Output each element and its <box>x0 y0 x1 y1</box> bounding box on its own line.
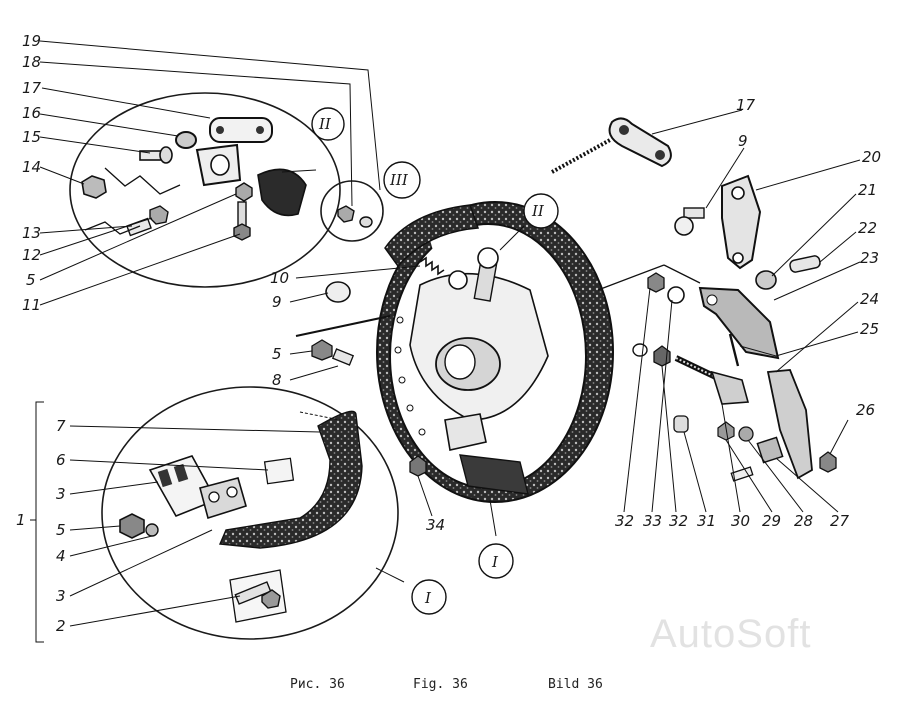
caption-german: Bild 36 <box>548 677 603 692</box>
detail-view-III <box>320 180 384 242</box>
callout-6: 6 <box>56 451 66 469</box>
watermark-text: AutoSoft <box>650 612 812 656</box>
callout-3-lower: 3 <box>56 587 66 605</box>
callout-5-low: 5 <box>56 521 66 539</box>
callout-24: 24 <box>860 290 879 308</box>
callout-17-left: 17 <box>22 79 42 97</box>
callout-21: 21 <box>858 181 877 199</box>
callout-20: 20 <box>862 148 881 166</box>
callout-31: 31 <box>697 512 716 530</box>
callout-29: 29 <box>762 512 781 530</box>
callout-7: 7 <box>56 417 66 435</box>
callout-17-right: 17 <box>736 96 756 114</box>
adjuster-screw-30 <box>674 355 750 405</box>
roman-markers: II II III I I <box>311 107 559 615</box>
callout-1: 1 <box>16 511 26 529</box>
leader-lines <box>30 40 861 643</box>
callout-4: 4 <box>56 547 66 565</box>
callout-34: 34 <box>426 516 445 534</box>
callout-9-right: 9 <box>738 132 748 150</box>
callout-15: 15 <box>22 128 41 146</box>
callout-13: 13 <box>22 224 41 242</box>
callout-27: 27 <box>830 512 850 530</box>
callout-18: 18 <box>22 53 41 71</box>
callout-25: 25 <box>860 320 879 338</box>
callout-22: 22 <box>858 219 877 237</box>
callout-11: 11 <box>22 296 41 314</box>
washers-32-33 <box>632 272 685 367</box>
callout-12: 12 <box>22 246 41 264</box>
marker-II-main: II <box>531 202 545 220</box>
marker-II-detail: II <box>318 115 332 133</box>
callout-19: 19 <box>22 32 41 50</box>
pin-24 <box>728 333 740 367</box>
callout-numbers: 19 18 17 16 15 14 13 12 5 11 10 9 5 8 7 … <box>16 32 881 635</box>
brake-shoe-assembly <box>376 201 614 503</box>
callout-30: 30 <box>731 512 750 530</box>
callout-33: 33 <box>643 512 662 530</box>
callout-26: 26 <box>856 401 875 419</box>
callout-5-top: 5 <box>26 271 36 289</box>
callout-23: 23 <box>860 249 879 267</box>
callout-28: 28 <box>794 512 813 530</box>
callout-32-a: 32 <box>615 512 634 530</box>
callout-8: 8 <box>272 371 282 389</box>
marker-I-detail: I <box>424 589 432 607</box>
callout-5-mid: 5 <box>272 345 282 363</box>
callout-14: 14 <box>22 158 41 176</box>
parts-5-8-9-left <box>295 281 391 366</box>
marker-III: III <box>389 171 409 189</box>
detail-view-I <box>101 386 399 640</box>
pins-21-22 <box>755 255 821 290</box>
lever-25-27 <box>756 369 813 480</box>
caption-english: Fig. 36 <box>413 677 468 692</box>
callout-2: 2 <box>56 617 66 635</box>
callout-32-b: 32 <box>669 512 688 530</box>
marker-I-main: I <box>491 553 499 571</box>
arm-23 <box>698 286 780 360</box>
lever-20 <box>721 174 762 270</box>
bolt-9 <box>674 207 705 236</box>
callout-16: 16 <box>22 104 41 122</box>
detail-view-II <box>69 92 341 288</box>
callout-9-left: 9 <box>272 293 282 311</box>
caption-russian: Рис. 36 <box>290 677 345 692</box>
callout-10: 10 <box>270 269 289 287</box>
link-17 <box>551 117 672 174</box>
callout-3-upper: 3 <box>56 485 66 503</box>
